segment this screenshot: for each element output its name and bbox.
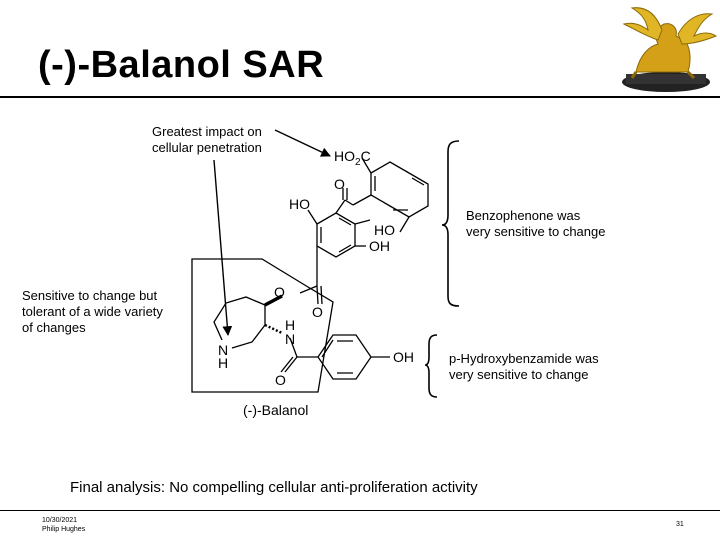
label-h-amide: H bbox=[285, 317, 295, 333]
final-analysis: Final analysis: No compelling cellular a… bbox=[70, 479, 478, 496]
label-oh-ring: OH bbox=[369, 238, 390, 254]
label-ho-right: HO bbox=[374, 222, 395, 238]
logo-icon bbox=[622, 7, 718, 92]
label-o-ester: O bbox=[274, 284, 285, 300]
page-number: 31 bbox=[676, 521, 684, 528]
azepane-region-outline bbox=[191, 258, 334, 393]
note-benzophenone-line1: Benzophenone was bbox=[466, 208, 581, 223]
note-penetration-line1: Greatest impact on bbox=[152, 124, 262, 139]
hydroxybenzene-ring bbox=[317, 334, 390, 380]
benzamide-bracket bbox=[424, 334, 438, 398]
label-h-azepane: H bbox=[218, 355, 228, 371]
amide-linkage bbox=[280, 337, 318, 373]
label-o-amide: O bbox=[275, 372, 286, 388]
note-azepane: Sensitive to change but tolerant of a wi… bbox=[22, 288, 163, 336]
ester-linkage bbox=[299, 268, 323, 305]
note-penetration-line2: cellular penetration bbox=[152, 140, 262, 155]
note-benzophenone-line2: very sensitive to change bbox=[466, 224, 606, 239]
footer-meta: 10/30/2021 Philip Hughes bbox=[42, 516, 85, 534]
label-o-carbonyl: O bbox=[312, 304, 323, 320]
footer-author: Philip Hughes bbox=[42, 526, 86, 533]
footer-divider bbox=[0, 510, 720, 511]
slide-title: (-)-Balanol SAR bbox=[38, 44, 325, 86]
label-n-azepane: N bbox=[218, 342, 228, 358]
note-penetration: Greatest impact on cellular penetration bbox=[152, 124, 262, 156]
label-n-amide: N bbox=[285, 331, 295, 347]
compound-name: (-)-Balanol bbox=[243, 402, 308, 418]
benzophenone-carbonyl bbox=[342, 188, 372, 206]
label-ho2c: HO2C bbox=[334, 148, 371, 168]
note-benzamide: p-Hydroxybenzamide was very sensitive to… bbox=[449, 351, 599, 383]
resorcinol-ring bbox=[307, 199, 371, 268]
azepane-ring bbox=[213, 294, 283, 349]
winged-lion-logo bbox=[622, 7, 718, 92]
note-azepane-line2: tolerant of a wide variety bbox=[22, 304, 163, 319]
note-azepane-line3: of changes bbox=[22, 320, 86, 335]
label-o-ketone: O bbox=[334, 176, 345, 192]
label-oh-phenol: OH bbox=[393, 349, 414, 365]
footer-date: 10/30/2021 bbox=[42, 517, 78, 524]
title-divider bbox=[0, 96, 720, 98]
arrow-to-azepane bbox=[213, 159, 233, 336]
arrow-to-acid bbox=[274, 129, 331, 157]
benzoic-acid-ring bbox=[361, 157, 429, 233]
note-benzophenone: Benzophenone was very sensitive to chang… bbox=[466, 208, 605, 240]
note-benzamide-line1: p-Hydroxybenzamide was bbox=[449, 351, 599, 366]
note-benzamide-line2: very sensitive to change bbox=[449, 367, 589, 382]
label-ho-left: HO bbox=[289, 196, 310, 212]
note-azepane-line1: Sensitive to change but bbox=[22, 288, 158, 303]
benzophenone-bracket bbox=[441, 140, 460, 307]
